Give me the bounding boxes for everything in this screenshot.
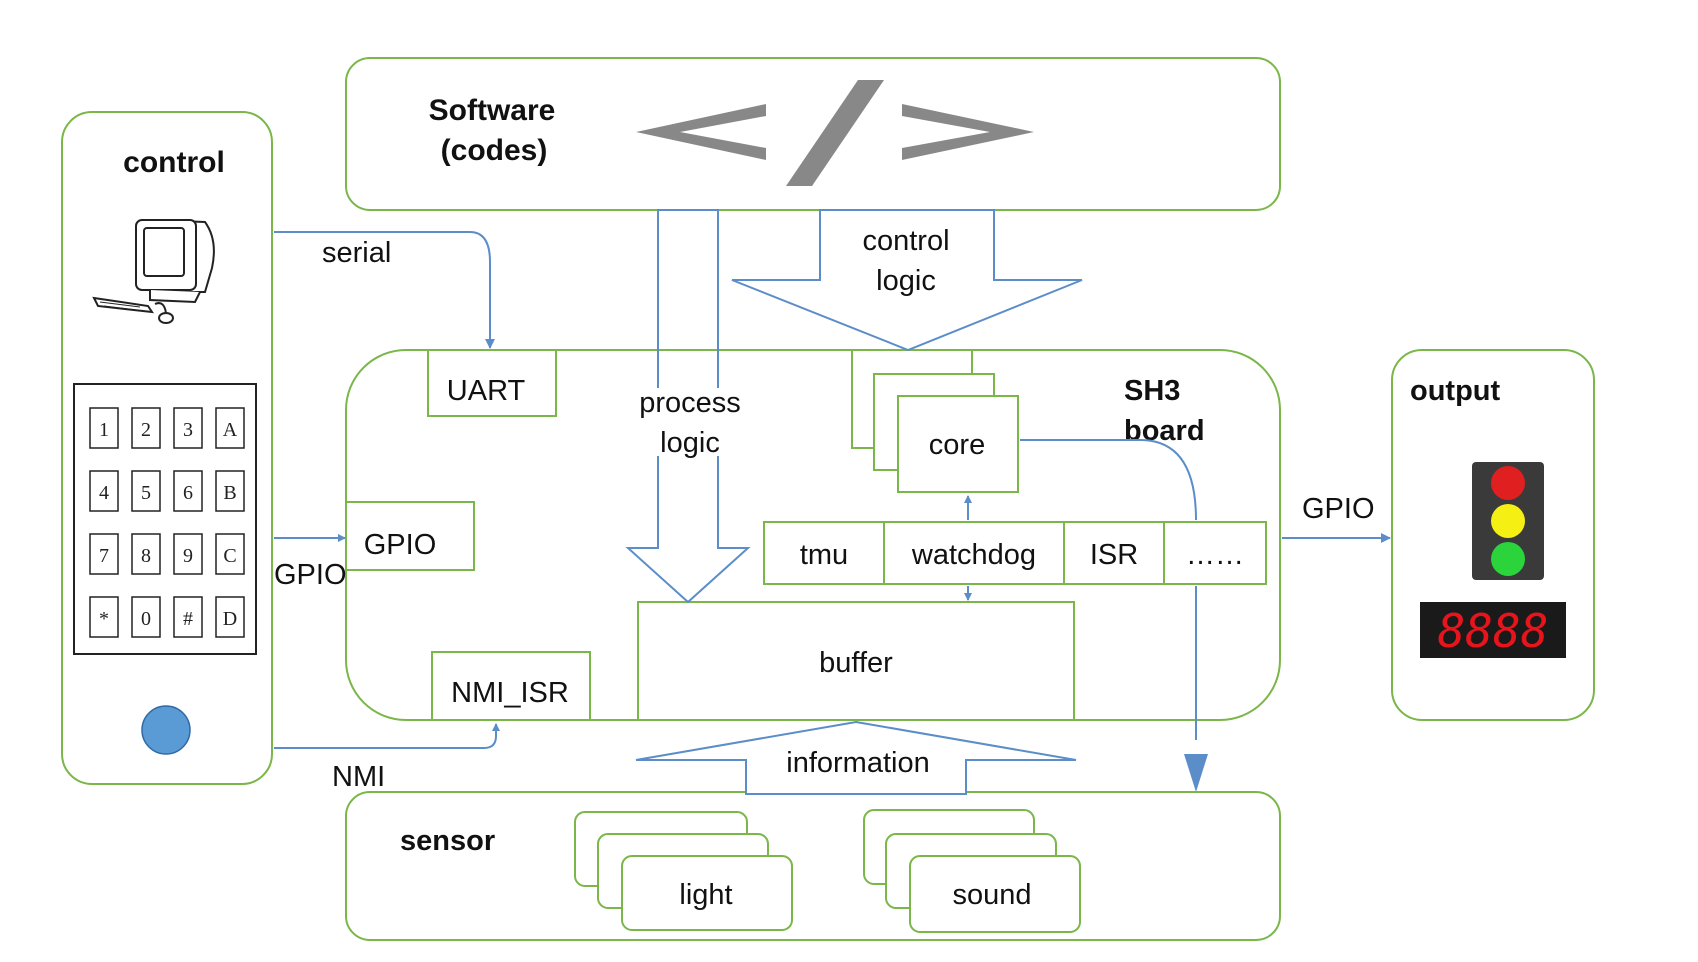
traffic-light-icon — [1472, 462, 1544, 580]
gpio-block: GPIO — [345, 501, 475, 571]
output-panel: output 8888 — [1391, 349, 1595, 721]
keypad-key-label: 6 — [183, 482, 193, 504]
seven-segment-display: 8888 — [1420, 602, 1566, 658]
keypad-key[interactable]: 9 — [173, 533, 203, 575]
board-title-line1: SH3 — [1124, 375, 1180, 407]
gpio-in-label: GPIO — [274, 559, 347, 591]
keypad-key[interactable]: 7 — [89, 533, 119, 575]
keypad-key[interactable]: 1 — [89, 407, 119, 449]
control-logic-line1: control — [862, 225, 949, 257]
gpio-out-label: GPIO — [1302, 493, 1375, 525]
control-logic-line2: logic — [876, 265, 936, 297]
keypad-key[interactable]: C — [215, 533, 245, 575]
keypad-key[interactable]: 2 — [131, 407, 161, 449]
buffer-block: buffer — [637, 601, 1075, 721]
control-logic-arrow: control logic — [731, 209, 1083, 352]
keypad: 1 2 3 A 4 5 6 B 7 8 9 C * 0 # D — [73, 383, 257, 655]
peripheral-tmu: tmu — [800, 539, 848, 571]
keypad-key[interactable]: 0 — [131, 596, 161, 638]
sensor-panel: sensor light sound — [345, 791, 1281, 941]
light-sensor-stack: light — [574, 811, 793, 931]
keypad-key[interactable]: 4 — [89, 470, 119, 512]
process-logic-line1: process — [639, 387, 741, 419]
keypad-key-label: 3 — [183, 419, 193, 441]
keypad-key-label: 8 — [141, 545, 151, 567]
process-logic-line2: logic — [660, 427, 720, 459]
nmi-label: NMI — [332, 761, 385, 793]
keypad-key-label: 1 — [99, 419, 109, 441]
keypad-key[interactable]: B — [215, 470, 245, 512]
keypad-key[interactable]: D — [215, 596, 245, 638]
information-arrow: information — [635, 720, 1077, 795]
nmi-isr-block: NMI_ISR — [431, 651, 591, 721]
light-label: light — [679, 879, 732, 911]
peripheral-watchdog: watchdog — [911, 539, 1036, 571]
keypad-key[interactable]: # — [173, 596, 203, 638]
keypad-key-label: 9 — [183, 545, 193, 567]
desktop-computer-icon — [92, 218, 215, 324]
control-panel: control 1 2 3 A 4 5 6 B 7 8 9 C * 0 # D — [61, 111, 273, 785]
keypad-key[interactable]: 6 — [173, 470, 203, 512]
sound-label: sound — [952, 879, 1031, 911]
core-label: core — [929, 429, 985, 461]
keypad-key-label: 2 — [141, 419, 151, 441]
keypad-key[interactable]: * — [89, 596, 119, 638]
connector-lines — [274, 231, 1391, 792]
serial-label: serial — [322, 237, 391, 269]
uart-block: UART — [427, 349, 557, 417]
keypad-key-label: * — [99, 608, 109, 630]
information-label: information — [786, 747, 929, 779]
peripheral-isr: ISR — [1090, 539, 1138, 571]
sensor-title: sensor — [400, 825, 495, 857]
gpio-label: GPIO — [364, 529, 437, 561]
software-title: Software — [429, 94, 556, 127]
buffer-label: buffer — [819, 647, 893, 679]
software-subtitle: (codes) — [441, 134, 548, 167]
keypad-key-label: 7 — [99, 545, 109, 567]
control-title: control — [123, 146, 225, 179]
output-title: output — [1410, 375, 1501, 407]
keypad-key-label: # — [183, 608, 193, 630]
keypad-key[interactable]: 5 — [131, 470, 161, 512]
keypad-key-label: A — [223, 419, 238, 441]
board-title-line2: board — [1124, 415, 1205, 447]
keypad-key[interactable]: A — [215, 407, 245, 449]
keypad-key-label: 0 — [141, 608, 151, 630]
keypad-key-label: C — [223, 545, 236, 567]
core-stack: core — [851, 349, 1019, 493]
keypad-key-label: 4 — [99, 482, 109, 504]
nmi-isr-label: NMI_ISR — [451, 677, 569, 709]
push-button-icon[interactable] — [141, 705, 191, 755]
keypad-key-label: 5 — [141, 482, 151, 504]
code-brackets-icon — [636, 80, 1034, 186]
keypad-key[interactable]: 8 — [131, 533, 161, 575]
peripheral-row: tmu watchdog ISR …… — [763, 521, 1267, 585]
software-box: Software (codes) — [345, 57, 1281, 211]
display-digits: 8888 — [1438, 604, 1549, 658]
keypad-key-label: D — [223, 608, 237, 630]
keypad-key[interactable]: 3 — [173, 407, 203, 449]
sh3-board: SH3 board UART GPIO NMI_ISR core tmu wat — [345, 349, 1281, 721]
keypad-key-label: B — [223, 482, 236, 504]
sound-sensor-stack: sound — [863, 809, 1081, 933]
peripheral-more: …… — [1186, 539, 1244, 571]
process-logic-arrow: process logic — [625, 209, 752, 604]
uart-label: UART — [447, 375, 526, 407]
